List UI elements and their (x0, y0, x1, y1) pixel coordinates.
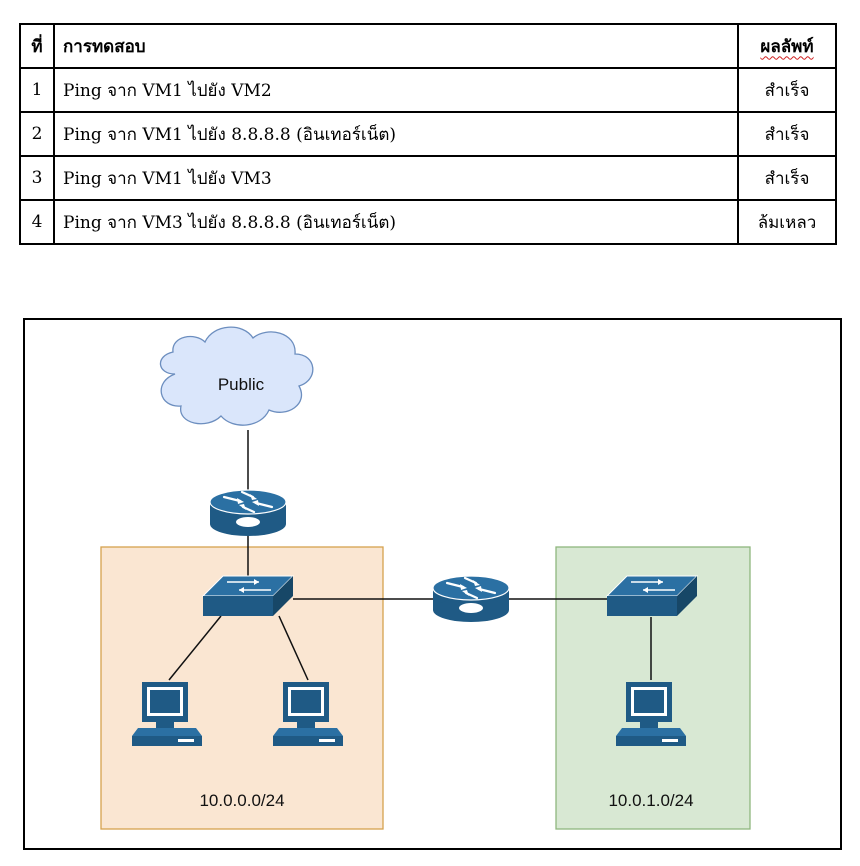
header-result: ผลลัพท์ (737, 23, 837, 69)
cloud-label: Public (218, 375, 265, 394)
row-result: สำเร็จ (737, 111, 837, 157)
network-diagram-canvas: Public 10.0.0.0/24 10.0.1.0/24 (100, 326, 751, 830)
row-result: สำเร็จ (737, 155, 837, 201)
row-test: Ping จาก VM1 ไปยัง VM3 (53, 155, 739, 201)
network-links (168, 430, 652, 681)
row-result: สำเร็จ (737, 67, 837, 113)
network-diagram: Public 10.0.0.0/24 10.0.1.0/24 (23, 318, 842, 850)
right-network-label: 10.0.1.0/24 (608, 791, 693, 810)
left-network-label: 10.0.0.0/24 (199, 791, 284, 810)
row-no: 3 (19, 155, 55, 201)
table-row: 1 Ping จาก VM1 ไปยัง VM2 สำเร็จ (19, 67, 837, 113)
link-switch-pc2 (278, 615, 309, 681)
row-no: 2 (19, 111, 55, 157)
table-row: 2 Ping จาก VM1 ไปยัง 8.8.8.8 (อินเทอร์เน… (19, 111, 837, 157)
header-test: การทดสอบ (53, 23, 739, 69)
router-icon (208, 488, 288, 538)
results-table: ที่ การทดสอบ ผลลัพท์ 1 Ping จาก VM1 ไปยั… (19, 23, 837, 245)
row-no: 1 (19, 67, 55, 113)
cloud-icon (159, 326, 314, 426)
table-row: 4 Ping จาก VM3 ไปยัง 8.8.8.8 (อินเทอร์เน… (19, 199, 837, 245)
table-header-row: ที่ การทดสอบ ผลลัพท์ (19, 23, 837, 69)
router-icon (431, 574, 511, 624)
row-result: ล้มเหลว (737, 199, 837, 245)
link-switch-pc1 (168, 615, 222, 681)
table-row: 3 Ping จาก VM1 ไปยัง VM3 สำเร็จ (19, 155, 837, 201)
row-test: Ping จาก VM1 ไปยัง VM2 (53, 67, 739, 113)
row-test: Ping จาก VM1 ไปยัง 8.8.8.8 (อินเทอร์เน็ต… (53, 111, 739, 157)
row-no: 4 (19, 199, 55, 245)
header-no: ที่ (19, 23, 55, 69)
header-result-label: ผลลัพท์ (760, 36, 814, 57)
row-test: Ping จาก VM3 ไปยัง 8.8.8.8 (อินเทอร์เน็ต… (53, 199, 739, 245)
